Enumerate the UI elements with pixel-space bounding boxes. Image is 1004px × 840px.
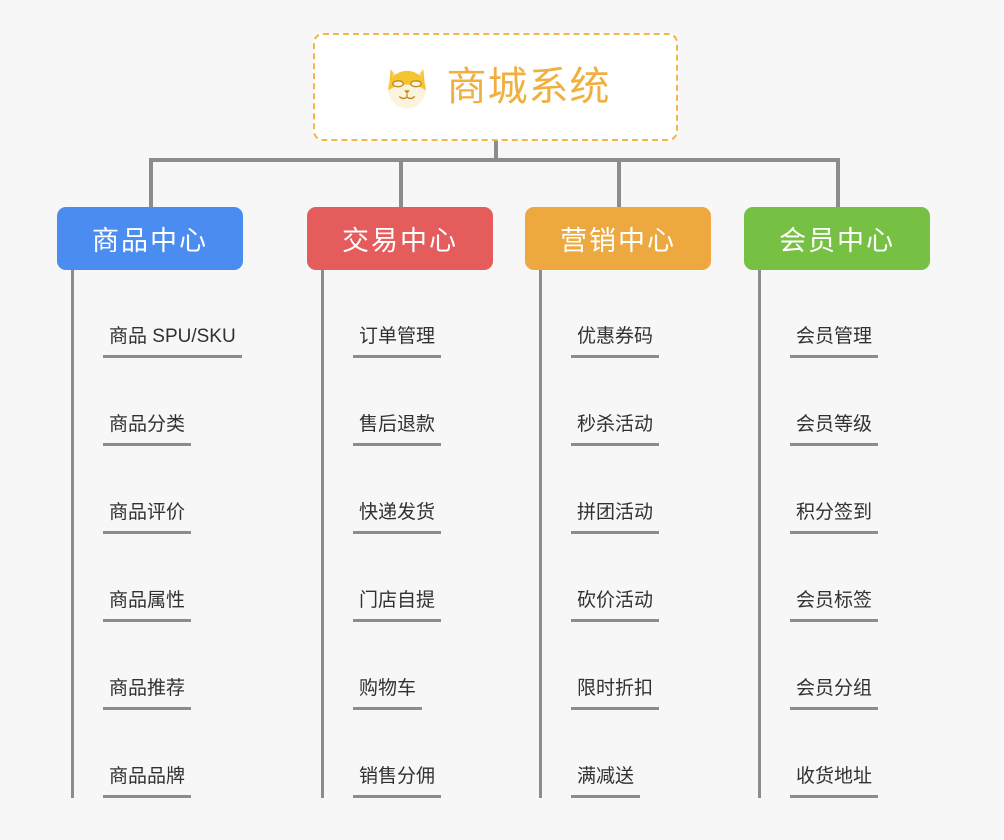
leaf-item[interactable]: 订单管理 [321, 270, 442, 358]
category-label-trade-center: 交易中心 [342, 226, 458, 256]
leaf-label: 满减送 [571, 765, 641, 798]
connector-drop-marketing-center [617, 158, 621, 207]
root-node-title: 商城系统 [446, 65, 611, 109]
branch-spine-member-center [758, 270, 761, 798]
leaf-item[interactable]: 拼团活动 [539, 446, 660, 534]
leaf-label: 会员标签 [790, 589, 879, 622]
category-label-product-center: 商品中心 [92, 226, 208, 256]
leaf-label: 商品属性 [103, 589, 192, 622]
leaf-label: 商品推荐 [103, 677, 192, 710]
branch-spine-trade-center [321, 270, 324, 798]
leaf-label: 秒杀活动 [571, 413, 660, 446]
category-box-product-center[interactable]: 商品中心 [57, 207, 243, 270]
leaf-item[interactable]: 限时折扣 [539, 622, 660, 710]
leaf-label: 快递发货 [353, 501, 442, 534]
category-box-marketing-center[interactable]: 营销中心 [525, 207, 711, 270]
leaf-label: 会员管理 [790, 325, 879, 358]
leaf-label: 会员分组 [790, 677, 879, 710]
leaf-item[interactable]: 售后退款 [321, 358, 442, 446]
connector-drop-trade-center [399, 158, 403, 207]
leaf-label: 订单管理 [353, 325, 442, 358]
leaf-label: 商品分类 [103, 413, 192, 446]
leaf-item[interactable]: 门店自提 [321, 534, 442, 622]
leaf-item[interactable]: 商品品牌 [71, 710, 242, 798]
shiba-dog-face-icon [381, 61, 433, 113]
leaf-item[interactable]: 会员分组 [758, 622, 879, 710]
connector-drop-product-center [149, 158, 153, 207]
leaf-label: 售后退款 [353, 413, 442, 446]
category-label-marketing-center: 营销中心 [560, 226, 676, 256]
leaf-label: 限时折扣 [571, 677, 660, 710]
branch-spine-marketing-center [539, 270, 542, 798]
connector-bus [149, 158, 840, 162]
leaf-item[interactable]: 会员标签 [758, 534, 879, 622]
branch-member-center: 会员管理 会员等级 积分签到 会员标签 会员分组 收货地址 [758, 270, 879, 798]
leaf-label: 砍价活动 [571, 589, 660, 622]
leaf-item[interactable]: 商品 SPU/SKU [71, 270, 242, 358]
leaf-label: 商品 SPU/SKU [103, 325, 242, 358]
branch-trade-center: 订单管理 售后退款 快递发货 门店自提 购物车 销售分佣 [321, 270, 442, 798]
leaf-item[interactable]: 快递发货 [321, 446, 442, 534]
branch-product-center: 商品 SPU/SKU 商品分类 商品评价 商品属性 商品推荐 商品品牌 [71, 270, 242, 798]
leaf-item[interactable]: 砍价活动 [539, 534, 660, 622]
leaf-item[interactable]: 商品属性 [71, 534, 242, 622]
leaf-label: 积分签到 [790, 501, 879, 534]
leaf-item[interactable]: 销售分佣 [321, 710, 442, 798]
leaf-label: 会员等级 [790, 413, 879, 446]
connector-drop-member-center [836, 158, 840, 207]
leaf-item[interactable]: 优惠券码 [539, 270, 660, 358]
category-label-member-center: 会员中心 [779, 226, 895, 256]
leaf-label: 拼团活动 [571, 501, 660, 534]
leaf-item[interactable]: 积分签到 [758, 446, 879, 534]
leaf-label: 收货地址 [790, 765, 879, 798]
leaf-item[interactable]: 商品评价 [71, 446, 242, 534]
leaf-item[interactable]: 会员等级 [758, 358, 879, 446]
leaf-label: 优惠券码 [571, 325, 660, 358]
leaf-label: 门店自提 [353, 589, 442, 622]
leaf-item[interactable]: 商品分类 [71, 358, 242, 446]
leaf-item[interactable]: 秒杀活动 [539, 358, 660, 446]
leaf-label: 商品品牌 [103, 765, 192, 798]
leaf-label: 商品评价 [103, 501, 192, 534]
leaf-item[interactable]: 购物车 [321, 622, 441, 710]
leaf-item[interactable]: 收货地址 [758, 710, 879, 798]
leaf-label: 销售分佣 [353, 765, 442, 798]
leaf-item[interactable]: 会员管理 [758, 270, 879, 358]
leaf-item[interactable]: 商品推荐 [71, 622, 242, 710]
leaf-item[interactable]: 满减送 [539, 710, 659, 798]
category-box-member-center[interactable]: 会员中心 [744, 207, 930, 270]
branch-spine-product-center [71, 270, 74, 798]
branch-marketing-center: 优惠券码 秒杀活动 拼团活动 砍价活动 限时折扣 满减送 [539, 270, 660, 798]
root-node-mall-system[interactable]: 商城系统 [313, 33, 678, 141]
category-box-trade-center[interactable]: 交易中心 [307, 207, 493, 270]
connector-root-stem [494, 141, 498, 162]
leaf-label: 购物车 [353, 677, 423, 710]
